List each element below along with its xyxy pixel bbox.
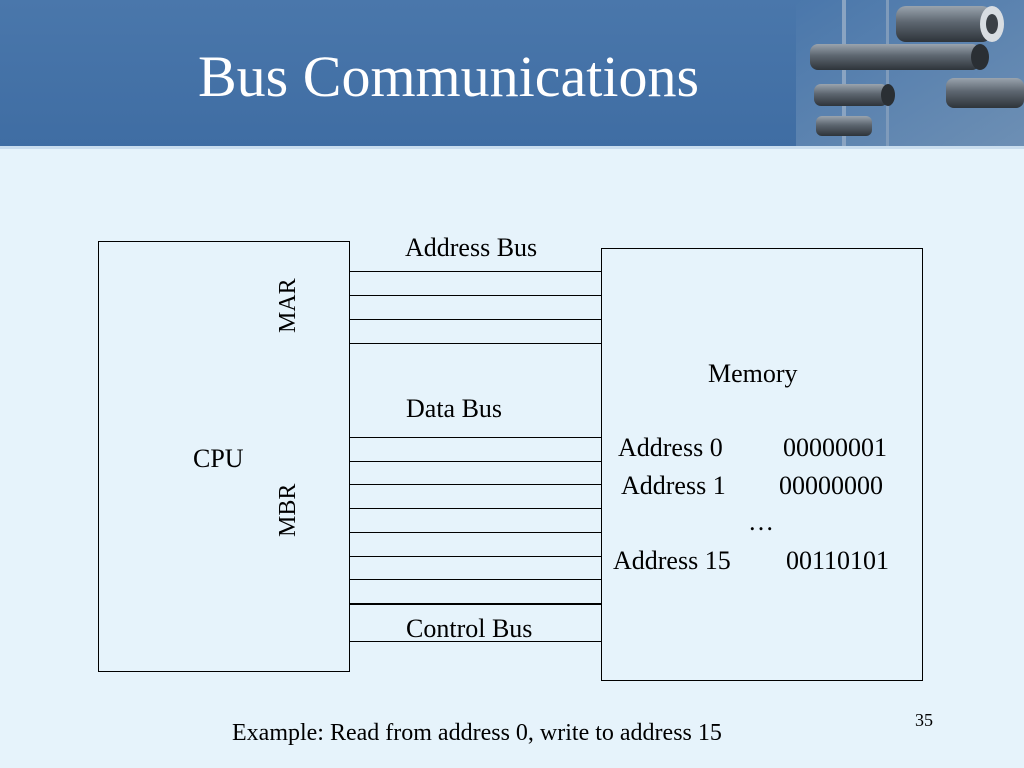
- memory-label: Memory: [708, 359, 798, 388]
- memory-row-value: 00000001: [783, 433, 887, 462]
- slide-header: Bus Communications: [0, 0, 1024, 146]
- footer-caption: Example: Read from address 0, write to a…: [232, 720, 722, 746]
- data-bus-line: [350, 437, 601, 438]
- address-bus-line: [350, 271, 601, 272]
- memory-row-value: 00000000: [779, 471, 883, 500]
- mar-label: MAR: [275, 278, 301, 333]
- data-bus-line: [350, 579, 601, 580]
- address-bus-label: Address Bus: [405, 233, 538, 262]
- mbr-label: MBR: [275, 483, 301, 537]
- data-bus-label: Data Bus: [406, 394, 503, 423]
- memory-row-address: Address 15: [613, 546, 731, 575]
- address-bus-line: [350, 343, 601, 344]
- data-bus-line: [350, 484, 601, 485]
- cpu-label: CPU: [193, 444, 244, 473]
- control-bus-label: Control Bus: [406, 614, 533, 643]
- header-photo-cylinders: [796, 0, 1024, 146]
- memory-row-address: Address 1: [621, 471, 726, 500]
- header-divider: [0, 146, 1024, 149]
- control-bus-line: [350, 641, 601, 642]
- cpu-box: [98, 241, 350, 672]
- memory-ellipsis: …: [748, 507, 774, 536]
- address-bus-line: [350, 295, 601, 296]
- data-bus-line: [350, 556, 601, 557]
- slide-number: 35: [915, 710, 933, 730]
- memory-box: [601, 248, 923, 681]
- data-bus-line: [350, 532, 601, 533]
- address-bus-line: [350, 319, 601, 320]
- data-bus-line: [350, 461, 601, 462]
- slide-title: Bus Communications: [198, 44, 700, 109]
- data-bus-line: [350, 603, 601, 604]
- data-bus-line: [350, 508, 601, 509]
- memory-row-address: Address 0: [618, 433, 723, 462]
- memory-row-value: 00110101: [786, 546, 890, 575]
- control-bus-line: [350, 604, 601, 605]
